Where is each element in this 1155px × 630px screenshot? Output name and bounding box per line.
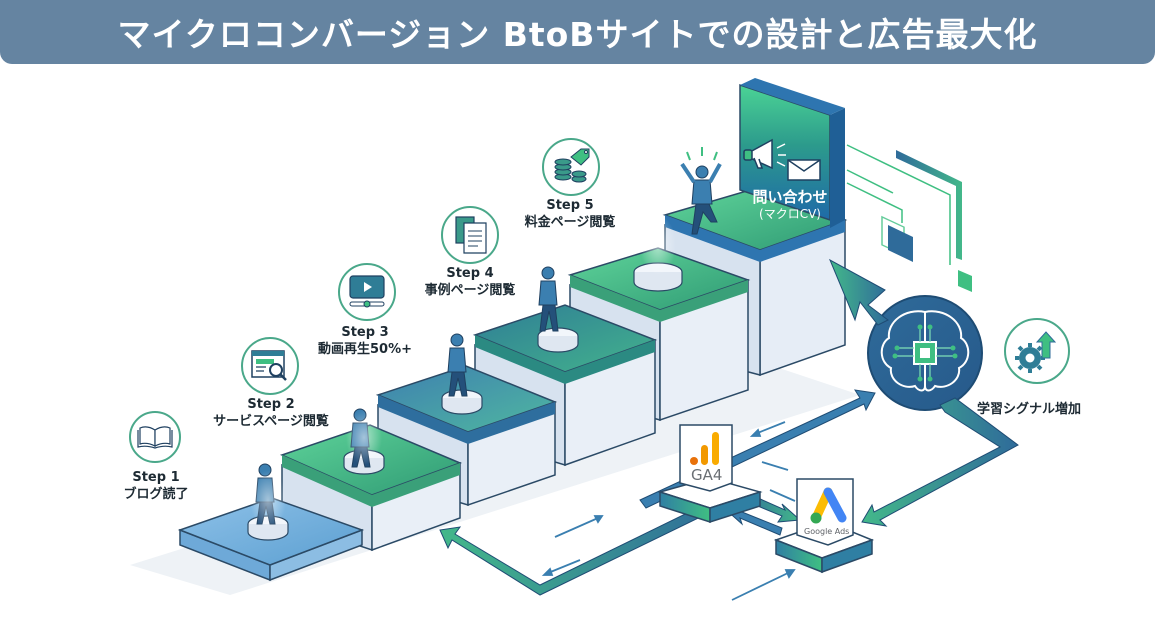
ga4-box (657, 424, 763, 524)
google-ads-label: Google Ads (804, 527, 850, 536)
step-name: ブログ読了 (123, 486, 189, 502)
person-celebrating-icon (680, 162, 722, 235)
person-step-4-icon (538, 266, 559, 332)
decor-square (888, 225, 913, 262)
title-banner: マイクロコンバージョン BtoBサイトでの設計と広告最大化 (0, 0, 1155, 64)
step-block-3 (375, 365, 558, 507)
google-ads-box (773, 478, 875, 574)
envelope-icon (787, 159, 821, 181)
decor-square-small (958, 270, 972, 292)
arrow-return-to-steps (439, 496, 726, 596)
ga4-label: GA4 (691, 466, 723, 484)
step-number: Step 5 (546, 198, 594, 213)
page-title: マイクロコンバージョン BtoBサイトでの設計と広告最大化 (117, 15, 1038, 54)
step-name: 料金ページ閲覧 (524, 214, 616, 230)
person-step-3-icon (447, 333, 468, 397)
web-page-search-icon (251, 350, 287, 381)
step-5-icon-circle (542, 138, 600, 196)
arrow-to-goal (828, 258, 889, 326)
step-name: 事例ページ閲覧 (424, 282, 516, 298)
step-3-icon-circle (338, 263, 396, 321)
documents-icon (455, 216, 487, 254)
step-number: Step 2 (247, 397, 295, 412)
step-3-label: Step 3 動画再生50%+ (300, 325, 430, 359)
step-name: 動画再生50%+ (317, 341, 412, 357)
celebration-lines (686, 147, 718, 161)
gear-growth-arrow-icon (1004, 318, 1070, 384)
step-1-icon-circle (129, 411, 181, 463)
step-1-label: Step 1 ブログ読了 (118, 470, 194, 504)
ai-brain-chip-icon (867, 295, 983, 411)
thin-arrows (541, 421, 796, 601)
step-4-label: Step 4 事例ページ閲覧 (410, 266, 530, 300)
step-2-label: Step 2 サービスページ閲覧 (196, 397, 346, 431)
step-name: サービスページ閲覧 (213, 413, 329, 429)
video-player-icon (349, 275, 385, 308)
megaphone-icon (743, 138, 786, 170)
learning-signal-label: 学習シグナル増加 (977, 402, 1082, 417)
step-2-icon-circle (241, 337, 299, 395)
open-book-icon (137, 426, 173, 449)
ga4-bars-icon (690, 432, 719, 465)
step-4-icon-circle (441, 206, 499, 264)
coins-price-tag-icon (554, 148, 590, 183)
arrow-signal-to-ads (861, 397, 1019, 527)
goal-main-text: 問い合わせ (752, 188, 828, 206)
google-ads-logo-icon (810, 487, 847, 524)
step-5-label: Step 5 料金ページ閲覧 (510, 198, 630, 232)
step-number: Step 3 (341, 325, 389, 340)
goal-label: 問い合わせ (マクロCV) (735, 188, 845, 222)
goal-sub-text: (マクロCV) (759, 206, 821, 221)
step-number: Step 1 (132, 470, 180, 485)
step-number: Step 4 (446, 266, 494, 281)
decor-bar (896, 150, 962, 260)
